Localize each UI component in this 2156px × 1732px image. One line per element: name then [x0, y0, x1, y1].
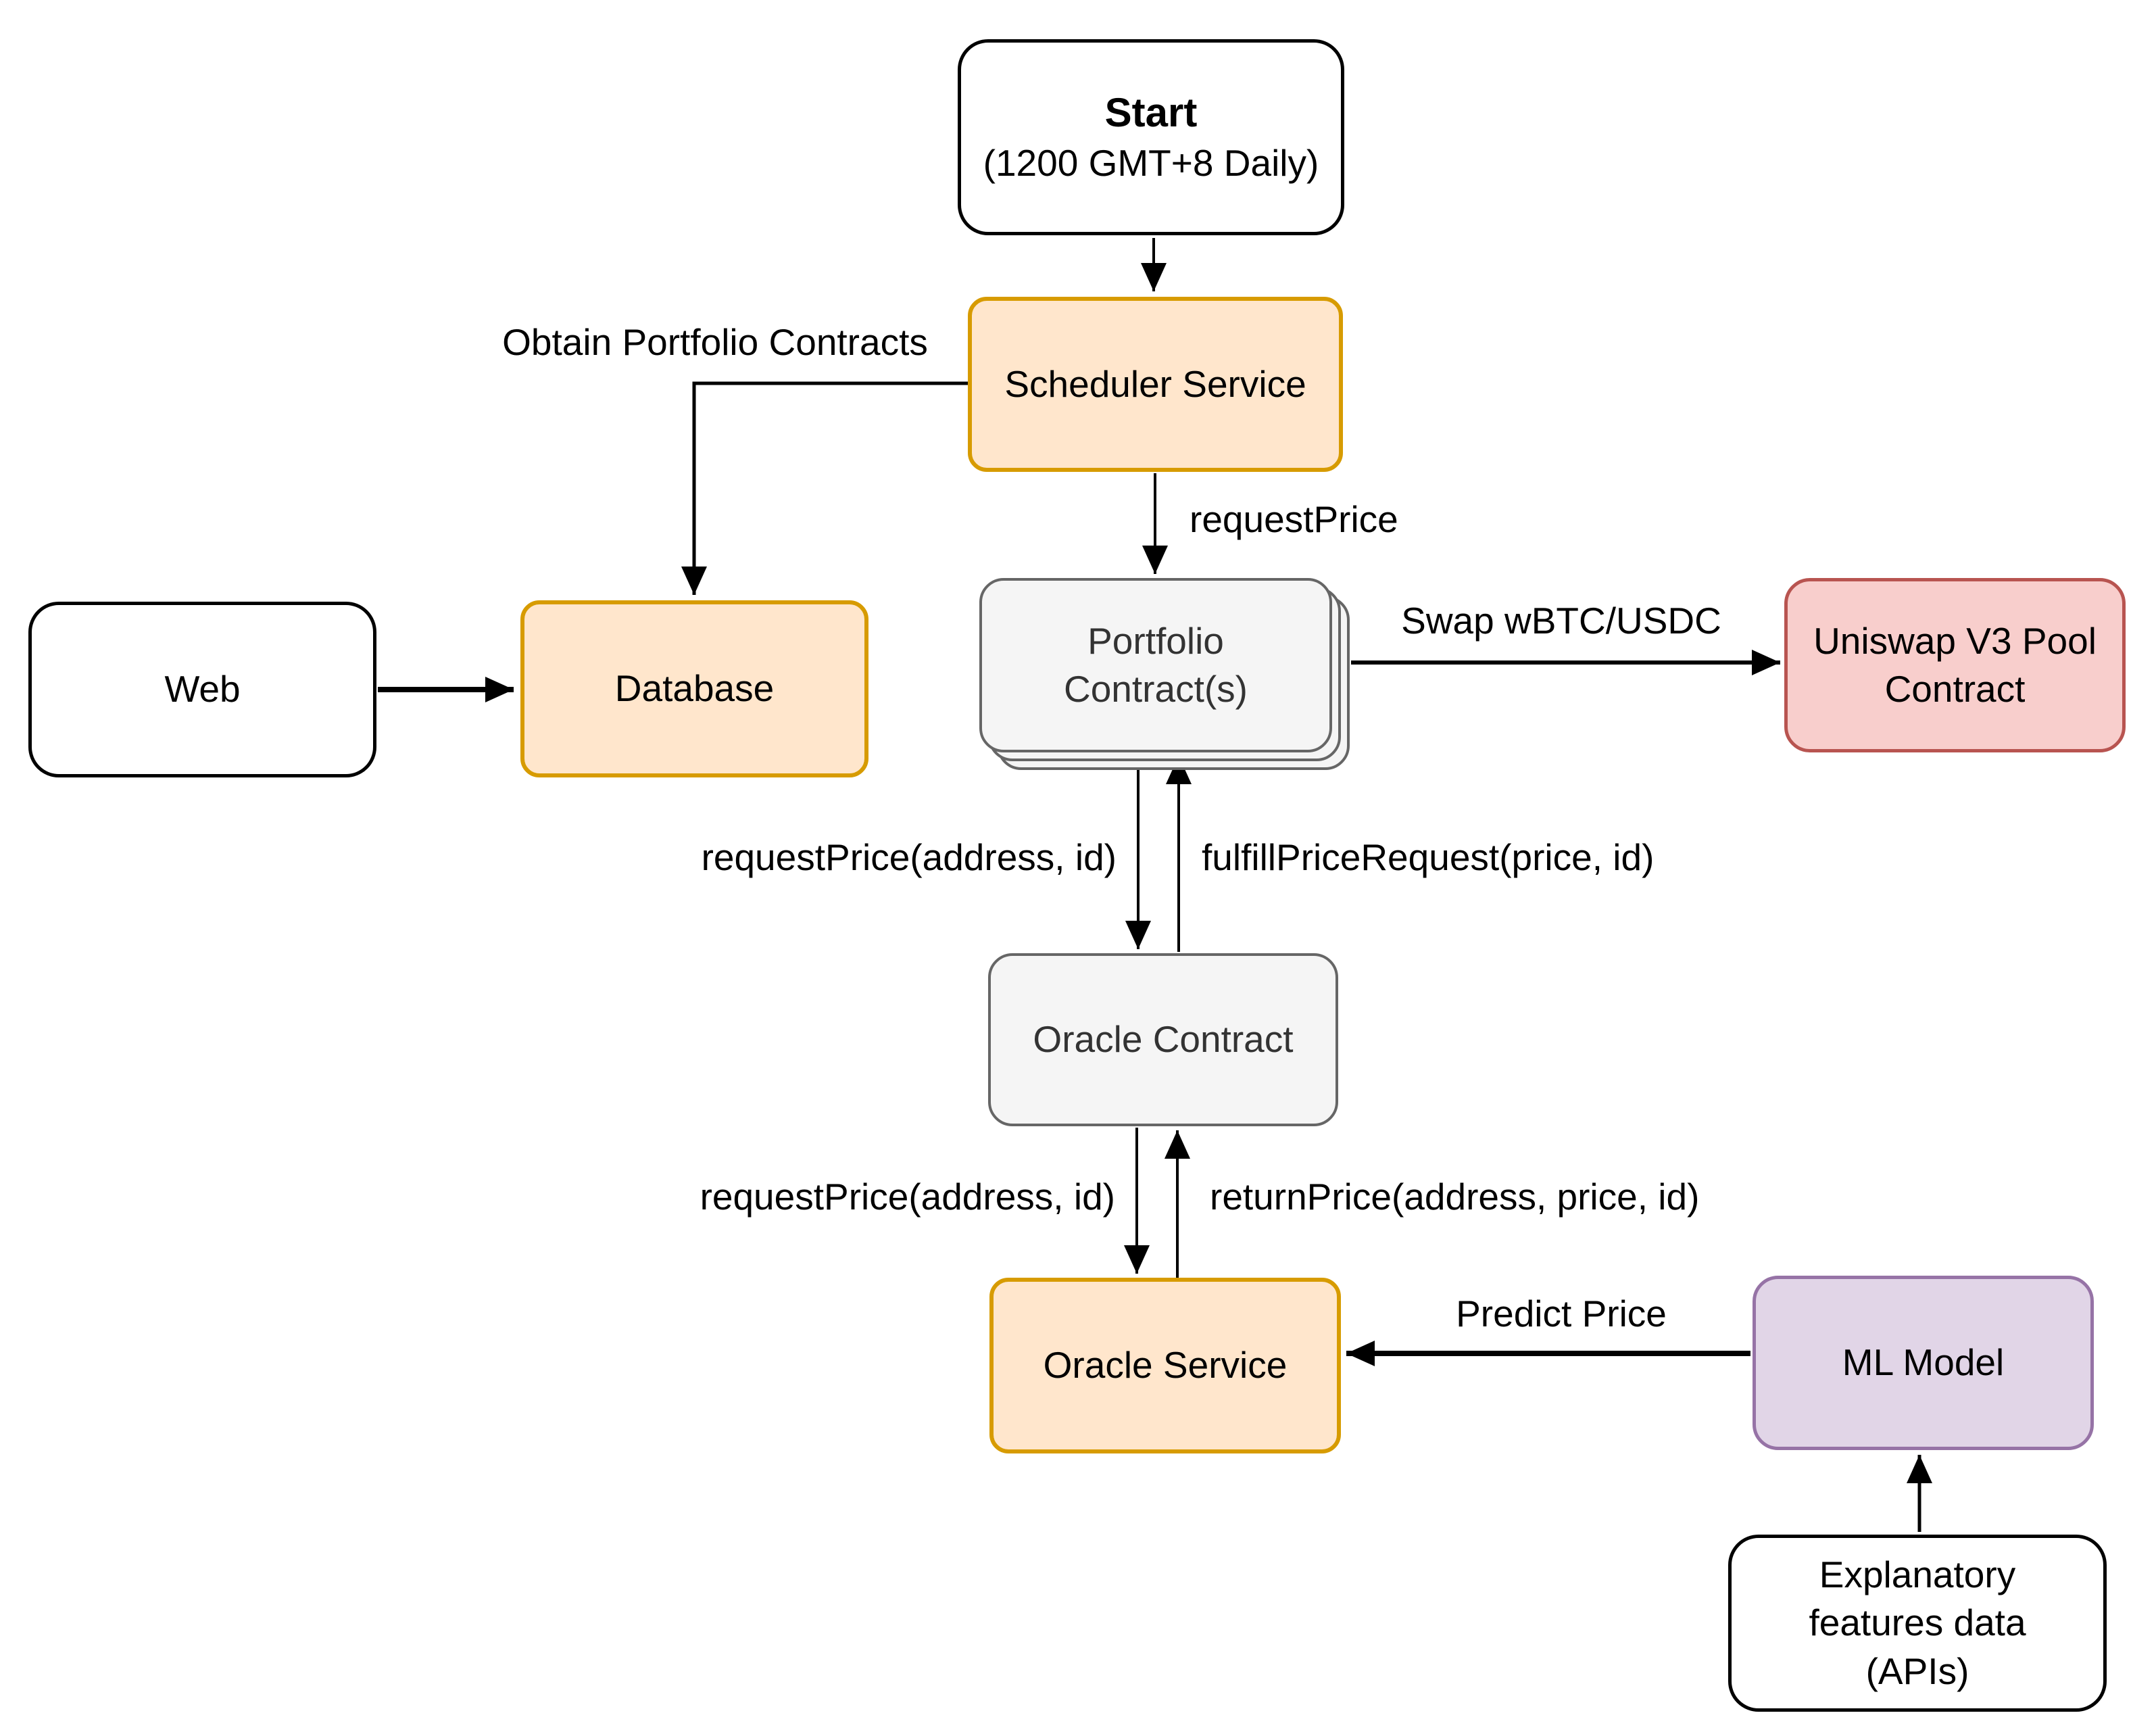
edge-label-obtain-portfolio-contracts: Obtain Portfolio Contracts	[502, 321, 928, 363]
scheduler-service-node: Scheduler Service	[968, 297, 1343, 472]
oracle-contract-node: Oracle Contract	[988, 953, 1338, 1126]
edge-scheduler-to-database	[681, 381, 968, 595]
web-label: Web	[164, 668, 241, 711]
edge-label-request-price-address-id-2: requestPrice(address, id)	[700, 1176, 1115, 1218]
start-node-subtitle: (1200 GMT+8 Daily)	[983, 142, 1319, 185]
database-node: Database	[520, 600, 868, 777]
edge-label-request-price: requestPrice	[1190, 498, 1398, 540]
oracle-contract-label: Oracle Contract	[1033, 1018, 1294, 1061]
uniswap-pool-line1: Uniswap V3 Pool	[1813, 619, 2097, 662]
ml-model-node: ML Model	[1753, 1276, 2094, 1450]
explanatory-line1: Explanatory	[1819, 1553, 2016, 1595]
oracle-service-node: Oracle Service	[989, 1278, 1341, 1453]
portfolio-contracts-line2: Contract(s)	[1064, 668, 1248, 710]
uniswap-pool-node: Uniswap V3 Pool Contract	[1784, 578, 2126, 752]
edge-label-fulfill-price-request: fulfillPriceRequest(price, id)	[1202, 836, 1655, 878]
portfolio-contracts-line1: Portfolio	[1087, 619, 1224, 662]
explanatory-features-node: Explanatory features data (APIs)	[1728, 1535, 2107, 1712]
portfolio-contracts-node: Portfolio Contract(s)	[979, 578, 1332, 752]
edge-label-swap-wbtc-usdc: Swap wBTC/USDC	[1401, 600, 1721, 642]
database-label: Database	[614, 667, 775, 710]
start-node-title: Start	[1104, 90, 1198, 136]
uniswap-pool-line2: Contract	[1884, 668, 2026, 710]
edge-label-request-price-address-id-1: requestPrice(address, id)	[701, 836, 1117, 878]
explanatory-line3: (APIs)	[1865, 1650, 1969, 1692]
start-node: Start (1200 GMT+8 Daily)	[958, 39, 1344, 235]
ml-model-label: ML Model	[1842, 1341, 2005, 1384]
scheduler-service-label: Scheduler Service	[1004, 362, 1306, 405]
edge-label-return-price: returnPrice(address, price, id)	[1210, 1176, 1700, 1218]
explanatory-line2: features data	[1809, 1602, 2026, 1644]
edge-label-predict-price: Predict Price	[1456, 1293, 1667, 1334]
web-node: Web	[28, 602, 376, 777]
oracle-service-label: Oracle Service	[1043, 1344, 1288, 1387]
